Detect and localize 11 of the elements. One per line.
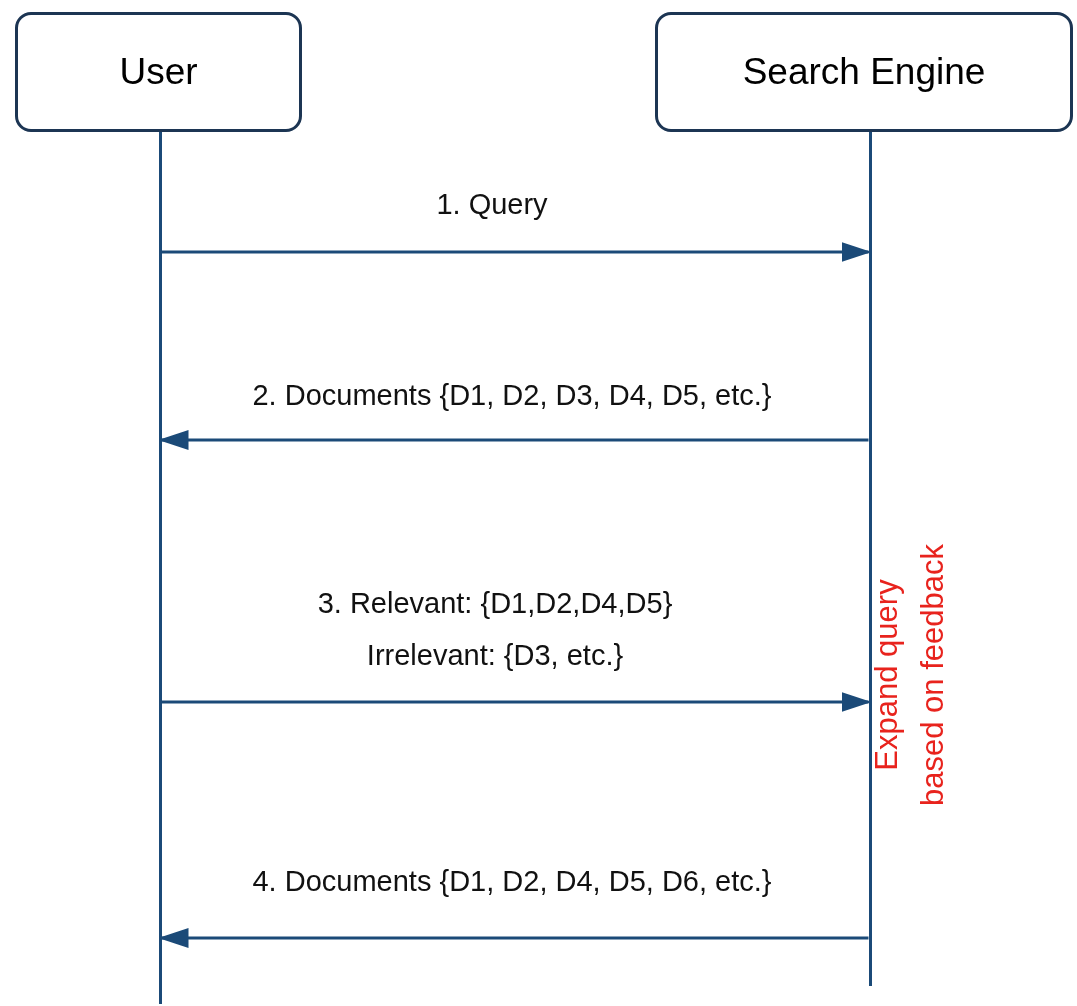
message-arrow <box>161 692 871 712</box>
edge-label: 4. Documents {D1, D2, D4, D5, D6, etc.} <box>252 864 772 899</box>
note-text: Expand query based on feedback <box>868 543 951 808</box>
edge-label: 2. Documents {D1, D2, D3, D4, D5, etc.} <box>252 378 772 413</box>
participant-name: Search Engine <box>742 51 986 93</box>
message-arrow <box>159 430 869 450</box>
edge-label: 3. Relevant: {D1,D2,D4,D5} Irrelevant: {D3, etc.} <box>316 586 674 673</box>
participant-name: User <box>119 51 198 93</box>
message-arrow <box>161 242 871 262</box>
edge-label: 1. Query <box>436 187 548 222</box>
message-arrow <box>159 928 869 948</box>
